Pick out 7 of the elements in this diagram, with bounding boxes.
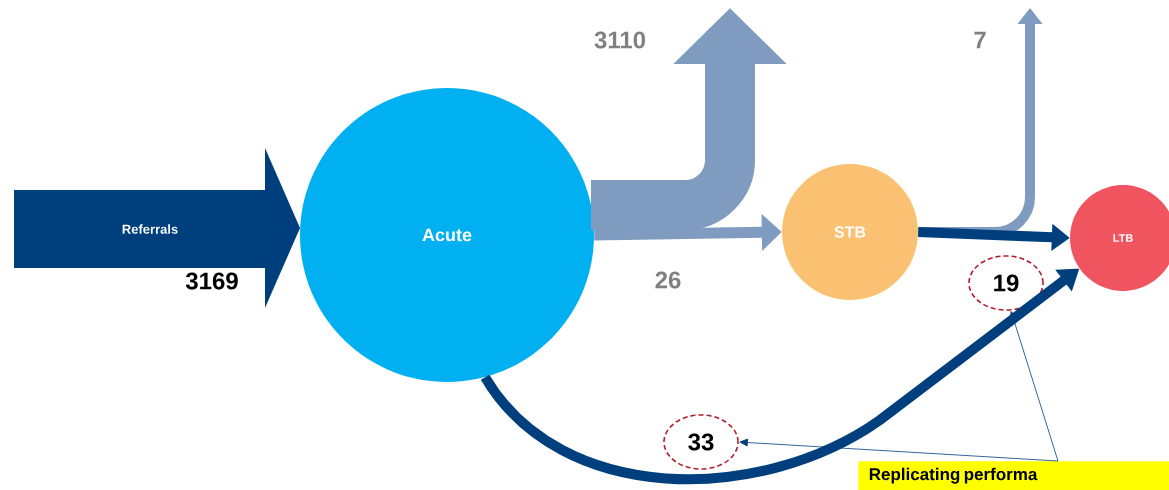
- flow-value: 3110: [592, 30, 648, 50]
- leader-line: [739, 438, 1059, 462]
- leader-line: [1009, 311, 1059, 462]
- flow-value: 7: [972, 30, 988, 50]
- note-box: Replicating performa: [858, 461, 1169, 490]
- flow-value: 26: [653, 270, 683, 290]
- flow-value: 3169: [185, 272, 238, 290]
